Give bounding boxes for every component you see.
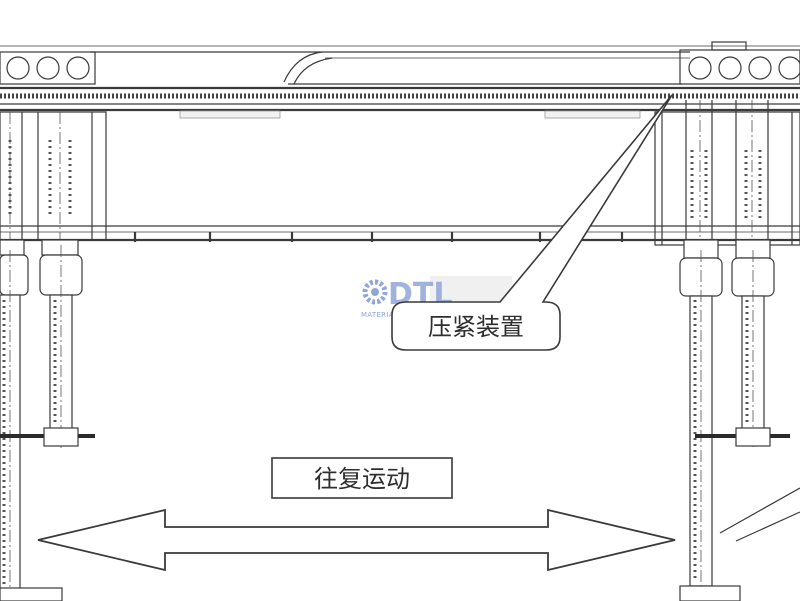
right-foot-plate bbox=[679, 585, 741, 601]
double-headed-arrow bbox=[37, 508, 676, 572]
right-roller-4 bbox=[778, 56, 800, 80]
left-roller-1 bbox=[6, 56, 30, 80]
rail-pad-right bbox=[544, 110, 641, 119]
right-frame-block bbox=[654, 100, 800, 250]
left-leg-a-connector bbox=[0, 239, 25, 256]
left-leg-b-nut bbox=[43, 427, 79, 447]
top-chain-assembly bbox=[0, 41, 800, 85]
left-leg-a-cap bbox=[0, 254, 29, 296]
left-leg-b-connector bbox=[41, 239, 79, 256]
callout-bubble bbox=[391, 94, 673, 351]
partial-arrow-right bbox=[719, 487, 800, 542]
left-foot-plate bbox=[0, 587, 63, 601]
right-leg-b-nut bbox=[735, 427, 771, 447]
right-roller-3 bbox=[748, 56, 772, 80]
reciprocating-motion-label: 往复运动 bbox=[314, 465, 410, 493]
chain-bend-outer bbox=[283, 51, 323, 83]
right-legs bbox=[679, 239, 790, 601]
chain-bend-inner bbox=[293, 57, 333, 85]
gear-icon-teeth bbox=[362, 279, 388, 305]
gear-icon bbox=[362, 279, 388, 305]
left-roller-3 bbox=[66, 56, 90, 80]
right-roller-2 bbox=[718, 56, 742, 80]
clamping-device-callout: 压紧装置 bbox=[391, 94, 673, 351]
right-roller-1 bbox=[688, 56, 712, 80]
right-roller-bracket bbox=[711, 41, 747, 51]
left-roller-2 bbox=[36, 56, 60, 80]
lower-beam bbox=[0, 225, 800, 242]
left-legs bbox=[0, 239, 95, 601]
gear-icon-hub bbox=[371, 288, 379, 296]
main-rail bbox=[0, 86, 800, 119]
rail-pad-left bbox=[179, 110, 281, 119]
left-roller-housing bbox=[0, 51, 96, 85]
partial-arrow-line bbox=[719, 487, 800, 534]
reciprocating-motion-annotation: 往复运动 bbox=[37, 457, 676, 572]
reciprocating-motion-box bbox=[271, 457, 453, 499]
right-frame-outline bbox=[654, 111, 800, 246]
clamping-device-label: 压紧装置 bbox=[428, 313, 524, 341]
partial-arrow-line bbox=[735, 511, 800, 542]
